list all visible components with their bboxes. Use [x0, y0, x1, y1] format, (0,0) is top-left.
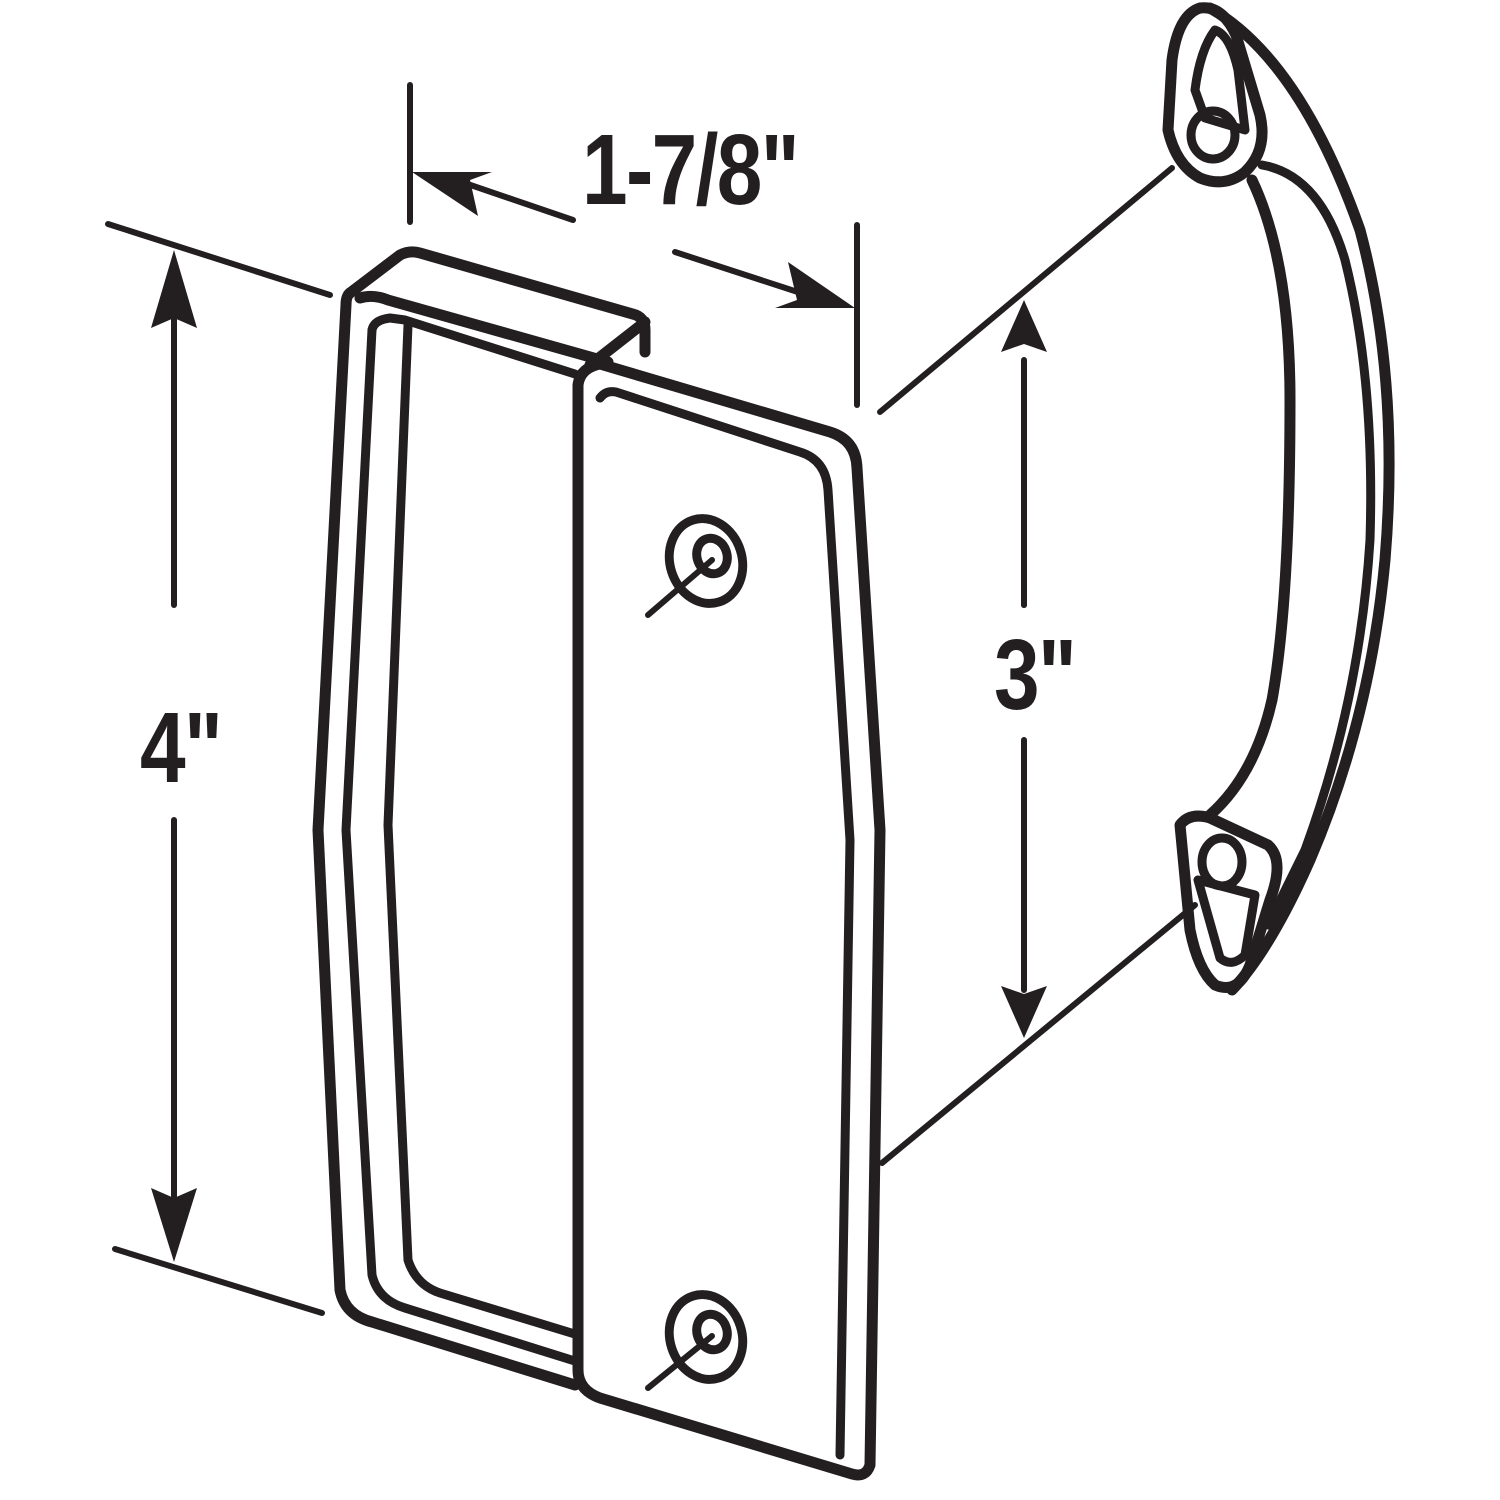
- handle-bottom-screw-hole: [1197, 833, 1247, 891]
- pull-plate: [312, 246, 886, 1481]
- plate-screw-hole-top: [645, 514, 748, 618]
- width-arrowhead-left: [412, 172, 492, 216]
- pull-handle: [1162, 2, 1395, 996]
- hole-spacing-dimension: [877, 165, 1198, 1166]
- handle-grip-inner-edge: [1204, 174, 1296, 821]
- width-dimension: [407, 82, 860, 408]
- plate-front-bevel: [595, 387, 855, 1460]
- handle-top-mount: [1162, 2, 1268, 188]
- spacing-arrowhead-bottom: [1001, 986, 1047, 1038]
- height-arrowhead-top: [151, 250, 197, 328]
- screw-hole-leader: [645, 1333, 715, 1391]
- width-dimension-line-right: [672, 249, 813, 299]
- spacing-extension-line-bottom: [879, 902, 1198, 1166]
- height-extension-line-bottom: [112, 1246, 325, 1316]
- screw-hole-inner-ring: [692, 1309, 732, 1355]
- height-extension-line-top: [105, 221, 333, 298]
- width-arrowhead-right: [775, 262, 855, 308]
- plate-front-face: [572, 358, 886, 1481]
- handle-top-screw-hole: [1186, 106, 1240, 164]
- spacing-extension-line-top: [877, 165, 1175, 415]
- plate-back-outer-edge: [312, 287, 581, 1391]
- plate-screw-hole-bottom: [645, 1290, 748, 1391]
- handle-grip-outer-edge: [1204, 2, 1395, 996]
- plate-recess-outline: [383, 320, 583, 1340]
- width-dimension-label: 1-7/8": [582, 114, 800, 226]
- height-arrowhead-bottom: [151, 1188, 197, 1262]
- spacing-arrowhead-top: [1001, 300, 1047, 352]
- screw-hole-outer-ring: [664, 514, 748, 608]
- handle-grip-outer-bevel: [1257, 160, 1376, 930]
- handle-bottom-mount: [1174, 810, 1283, 993]
- height-dimension: [105, 221, 333, 1316]
- screw-hole-leader: [645, 557, 715, 618]
- handle-bottom-mount-recess: [1193, 875, 1260, 967]
- screw-hole-inner-ring: [692, 533, 732, 579]
- plate-inner-frame-side: [341, 325, 583, 1367]
- hole-spacing-dimension-label: 3": [994, 619, 1077, 731]
- screw-hole-outer-ring: [664, 1290, 748, 1384]
- handle-top-mount-recess: [1190, 25, 1250, 135]
- plate-back-top-edge: [354, 290, 614, 368]
- height-dimension-label: 4": [140, 692, 223, 804]
